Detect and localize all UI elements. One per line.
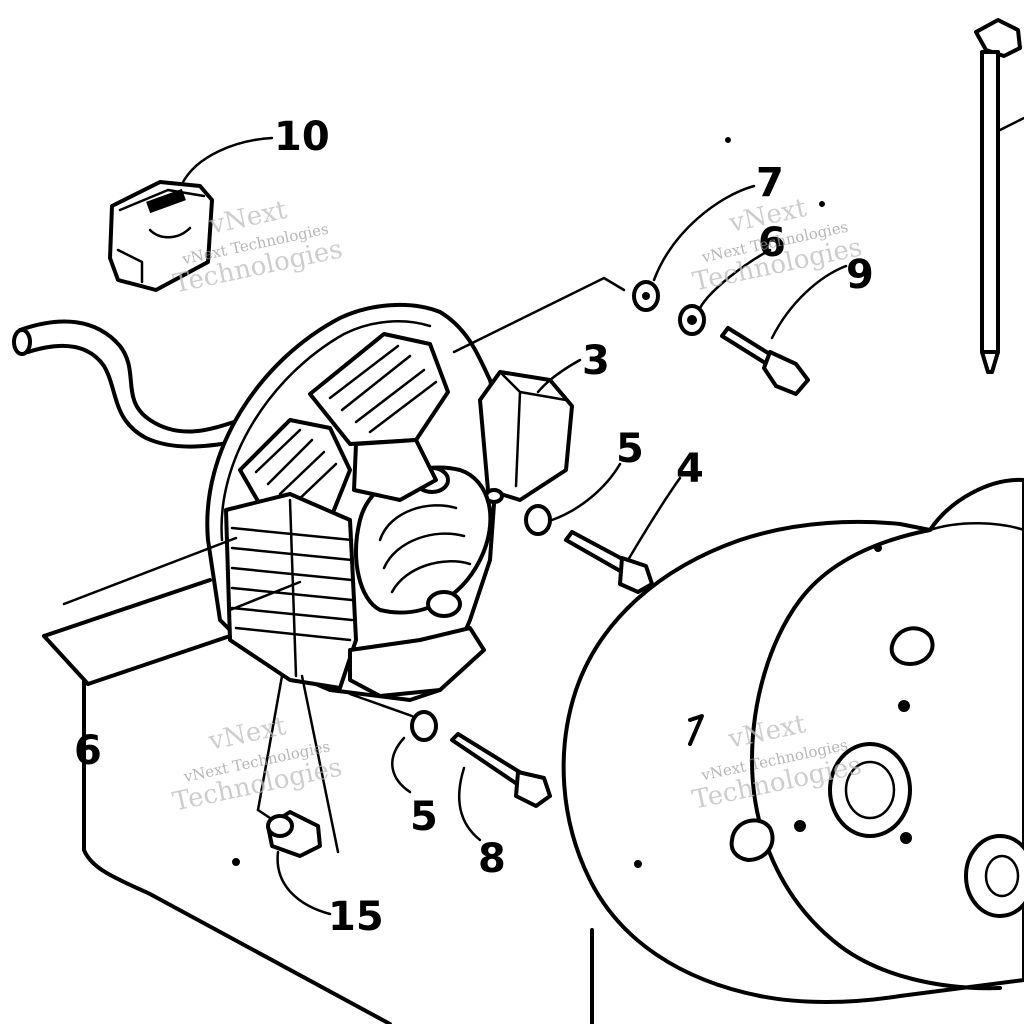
bolt-4 — [564, 530, 654, 594]
callout-8: 8 — [478, 836, 506, 882]
base-outline — [42, 578, 594, 1024]
callout-6-left: 6 — [74, 728, 102, 774]
wire-harness — [12, 319, 246, 449]
bolt-9 — [720, 326, 810, 396]
part-10-clip — [108, 180, 214, 292]
washer-7 — [632, 280, 660, 312]
callout-4: 4 — [676, 446, 704, 492]
washer-6-top — [678, 304, 706, 336]
callout-5-lower: 5 — [410, 794, 438, 840]
callout-3: 3 — [582, 338, 610, 384]
leader-lines — [180, 136, 848, 916]
part-3-bracket — [478, 370, 574, 504]
callout-6-top: 6 — [758, 220, 786, 266]
flywheel — [561, 477, 1024, 1004]
callout-10: 10 — [274, 114, 330, 160]
part-15-bushing — [266, 810, 322, 858]
callout-7: 7 — [756, 160, 784, 206]
bolt-8 — [450, 732, 552, 808]
callout-9: 9 — [846, 252, 874, 298]
coil-upper — [308, 332, 450, 502]
rod-part — [974, 18, 1024, 374]
callout-labels: 10 7 6 9 3 5 4 6 5 8 15 — [74, 114, 874, 940]
assembly-lines — [62, 276, 626, 854]
coil-front-stack — [224, 492, 358, 690]
specks — [232, 137, 825, 866]
callout-15: 15 — [328, 894, 384, 940]
lower-bracket — [348, 626, 486, 698]
washer-5-lower — [410, 710, 438, 742]
callout-5-upper: 5 — [616, 426, 644, 472]
right-washer — [964, 834, 1024, 918]
washer-5-upper — [524, 504, 552, 536]
